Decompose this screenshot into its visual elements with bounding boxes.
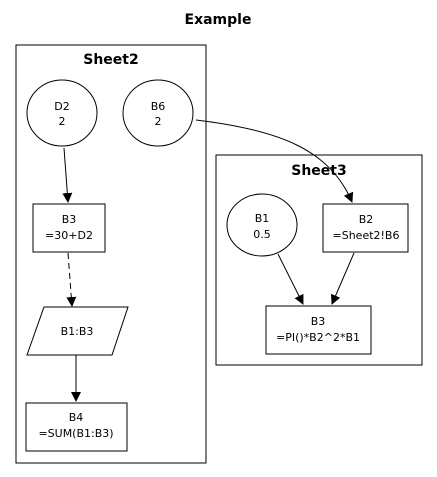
node-sheet3-b3: B3 =PI()*B2^2*B1 (265, 305, 372, 355)
edges (62, 119, 355, 402)
node-sheet3-b1-line1: B1 (255, 212, 270, 225)
node-sheet2-b3-line2: =30+D2 (45, 229, 93, 242)
edge-b1-to-b3 (277, 253, 304, 305)
node-sheet3-b3-line2: =PI()*B2^2*B1 (276, 331, 360, 344)
node-sheet2-b6-line1: B6 (151, 100, 166, 113)
cluster-sheet3-border (215, 154, 423, 366)
node-sheet2-range-line1: B1:B3 (61, 325, 94, 338)
node-sheet2-b3: B3 =30+D2 (32, 203, 106, 253)
cluster-sheet2-border (15, 44, 207, 464)
node-sheet3-b3-line1: B3 (311, 315, 326, 328)
cluster-sheet3: Sheet3 (215, 154, 423, 366)
node-sheet3-b1-line2: 0.5 (253, 228, 271, 241)
cluster-sheet2: Sheet2 (15, 44, 207, 464)
edge-d2-to-b3 (62, 147, 73, 203)
node-sheet3-b2: B2 =Sheet2!B6 (322, 203, 409, 253)
node-sheet2-b6-line2: 2 (155, 115, 162, 128)
node-sheet2-b3-line1: B3 (62, 213, 77, 226)
edge-b3-to-range (66, 252, 77, 307)
node-sheet2-b4-line2: =SUM(B1:B3) (38, 427, 113, 440)
graph-title: Example (185, 12, 252, 28)
node-sheet3-b2-line2: =Sheet2!B6 (333, 229, 400, 242)
node-sheet2-d2-line2: 2 (59, 115, 66, 128)
cluster-sheet3-label: Sheet3 (291, 163, 346, 179)
cluster-sheet2-label: Sheet2 (83, 52, 138, 68)
node-sheet3-b1: B1 0.5 (226, 193, 298, 257)
node-sheet2-b4-line1: B4 (69, 411, 84, 424)
edge-sheet2-b6-to-sheet3-b2 (195, 119, 354, 203)
node-sheet2-b4: B4 =SUM(B1:B3) (25, 402, 128, 452)
node-sheet2-b1-b3-range: B1:B3 (26, 306, 129, 356)
node-sheet2-d2: D2 2 (26, 79, 98, 147)
edge-b2-to-b3 (330, 252, 355, 305)
node-sheet3-b2-line1: B2 (359, 213, 374, 226)
node-sheet2-b6: B6 2 (122, 79, 194, 147)
node-sheet2-d2-line1: D2 (54, 100, 69, 113)
